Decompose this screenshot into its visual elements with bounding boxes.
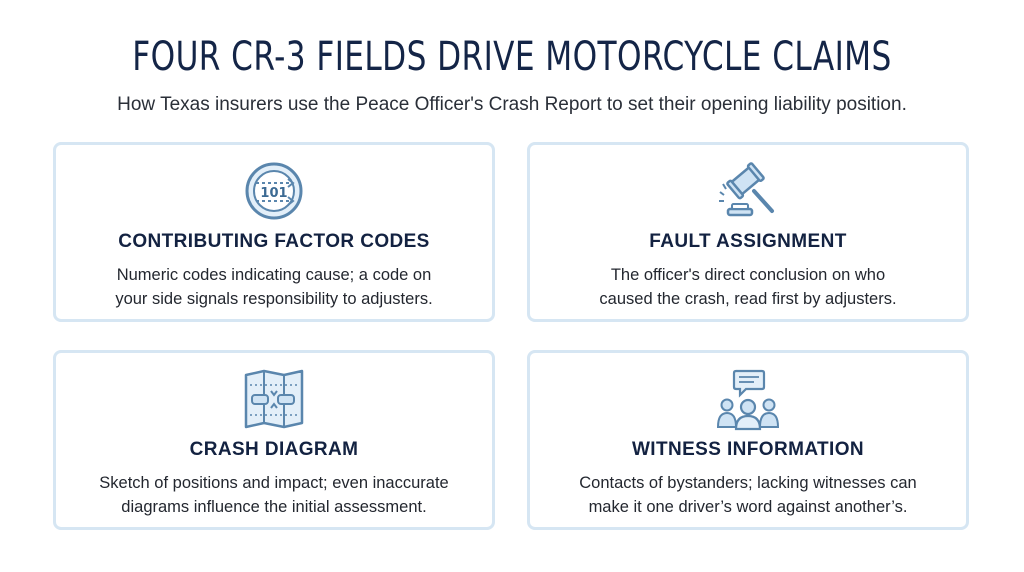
crash-map-icon xyxy=(242,367,306,431)
card-description: Sketch of positions and impact; even ina… xyxy=(99,474,449,516)
code-clock-icon: 101 xyxy=(242,159,306,223)
card-description: Numeric codes indicating cause; a code o… xyxy=(115,266,433,308)
card-contributing-factor-codes: 101 CONTRIBUTING FACTOR CODES Numeric co… xyxy=(53,142,495,322)
card-title: CONTRIBUTING FACTOR CODES xyxy=(118,231,430,252)
card-fault-assignment: FAULT ASSIGNMENT The officer's direct co… xyxy=(527,142,969,322)
code-clock-icon-text: 101 xyxy=(260,186,287,201)
card-title: CRASH DIAGRAM xyxy=(189,439,359,460)
page-title: FOUR CR-3 FIELDS DRIVE MOTORCYCLE CLAIMS xyxy=(132,34,892,80)
card-witness-information: WITNESS INFORMATION Contacts of bystande… xyxy=(527,350,969,530)
card-description: Contacts of bystanders; lacking witnesse… xyxy=(579,474,917,516)
page-subtitle: How Texas insurers use the Peace Officer… xyxy=(117,94,907,115)
gavel-icon xyxy=(716,159,780,223)
witness-group-icon xyxy=(716,367,780,431)
card-crash-diagram: CRASH DIAGRAM Sketch of positions and im… xyxy=(53,350,495,530)
card-title: FAULT ASSIGNMENT xyxy=(649,231,847,252)
card-title: WITNESS INFORMATION xyxy=(631,439,865,460)
